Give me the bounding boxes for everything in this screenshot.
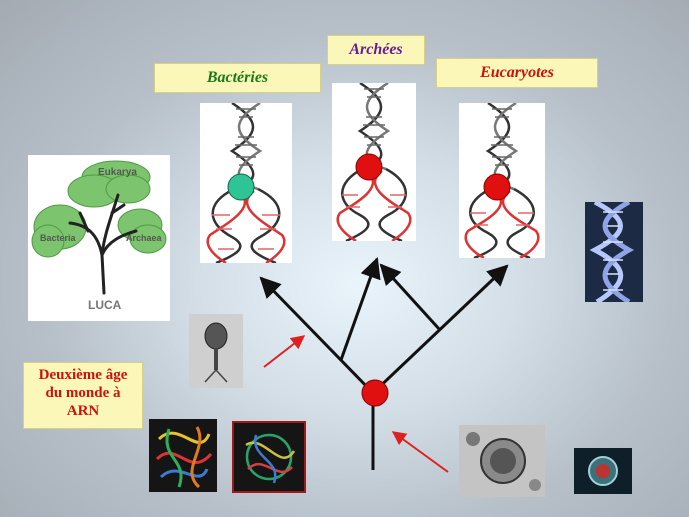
ribosome-structure-icon	[155, 426, 213, 489]
tree-left-label: Bacteria	[40, 233, 77, 243]
bacteria-label-box: Bactéries	[154, 63, 321, 93]
archaea-origin-marker	[355, 153, 383, 181]
tree-icon: Eukarya Bacteria Archaea LUCA	[31, 160, 167, 312]
branch-to-bacteria	[259, 276, 375, 395]
dna-helix-photo	[585, 202, 643, 302]
eukaryotes-origin-marker	[483, 173, 511, 201]
bacteria-label: Bactéries	[206, 69, 269, 86]
note-box: Deuxième âge du monde à ARN	[23, 362, 143, 429]
dna-replication-fork-icon	[206, 103, 286, 263]
giant-virus-icon	[459, 425, 545, 497]
note-line-2: du monde à	[45, 385, 121, 401]
bacteria-origin-marker	[227, 173, 255, 201]
virus-model-image	[574, 448, 632, 494]
tree-right-label: Archaea	[126, 233, 163, 243]
branch-to-archaea-split	[371, 264, 509, 395]
dna-replication-fork-icon	[336, 83, 412, 241]
dna-replication-fork-icon	[464, 103, 540, 258]
note-line-1: Deuxième âge	[38, 367, 128, 383]
red-arrow-bottom	[391, 431, 449, 473]
branch-archaea-eukaryotes	[379, 263, 442, 332]
eukaryotes-label: Eucaryotes	[480, 64, 554, 81]
virus-micrograph	[459, 425, 545, 497]
archaea-label-box: Archées	[327, 35, 425, 65]
archaea-dna-panel	[332, 83, 416, 241]
red-arrow-left	[263, 335, 306, 368]
tree-of-life-card: Eukarya Bacteria Archaea LUCA	[28, 155, 170, 321]
ribosome-structure-icon	[245, 433, 296, 484]
virus-particle-icon	[588, 456, 618, 486]
bacteria-dna-panel	[200, 103, 292, 263]
phage-micrograph	[189, 314, 243, 388]
ribosome-image-2	[232, 421, 306, 493]
ribosome-image-1	[149, 419, 217, 492]
eukaryotes-label-box: Eucaryotes	[436, 58, 598, 88]
dna-helix-icon	[589, 202, 635, 302]
archaea-label: Archées	[349, 41, 403, 58]
eukaryotes-dna-panel	[459, 103, 545, 258]
note-line-3: ARN	[66, 403, 100, 419]
bacteriophage-icon	[189, 314, 243, 388]
root-marker	[361, 379, 389, 407]
branch-to-archaea	[339, 257, 381, 361]
tree-root-label: LUCA	[88, 298, 122, 312]
tree-top-label: Eukarya	[98, 167, 137, 178]
